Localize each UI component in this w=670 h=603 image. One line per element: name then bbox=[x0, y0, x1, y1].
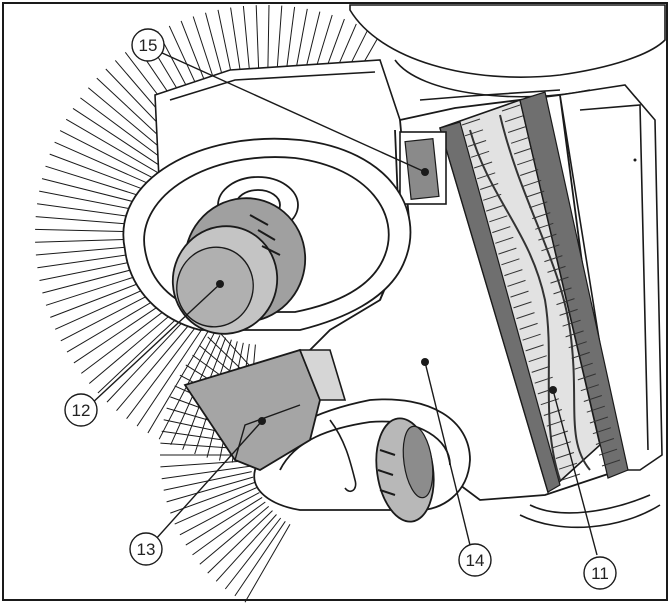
callout-14: 14 bbox=[458, 543, 492, 577]
main-roller-brush bbox=[439, 91, 629, 494]
rear-wheel bbox=[375, 417, 435, 523]
callout-15-label: 15 bbox=[139, 36, 158, 55]
reference-dot-panel bbox=[633, 158, 637, 162]
callout-12-label: 12 bbox=[72, 401, 91, 420]
callout-15: 15 bbox=[131, 28, 165, 62]
brush-release-latch bbox=[183, 348, 357, 492]
leader-lines bbox=[89, 51, 598, 556]
callout-11-label: 11 bbox=[591, 564, 609, 583]
callout-12: 12 bbox=[64, 393, 98, 427]
callout-13: 13 bbox=[129, 532, 163, 566]
callout-11: 11 bbox=[583, 556, 617, 590]
callout-14-label: 14 bbox=[466, 551, 485, 570]
callout-13-label: 13 bbox=[137, 540, 156, 559]
front-wheel bbox=[171, 197, 307, 335]
sensor-window bbox=[399, 131, 447, 205]
roller-bristle-hatching bbox=[461, 104, 621, 481]
